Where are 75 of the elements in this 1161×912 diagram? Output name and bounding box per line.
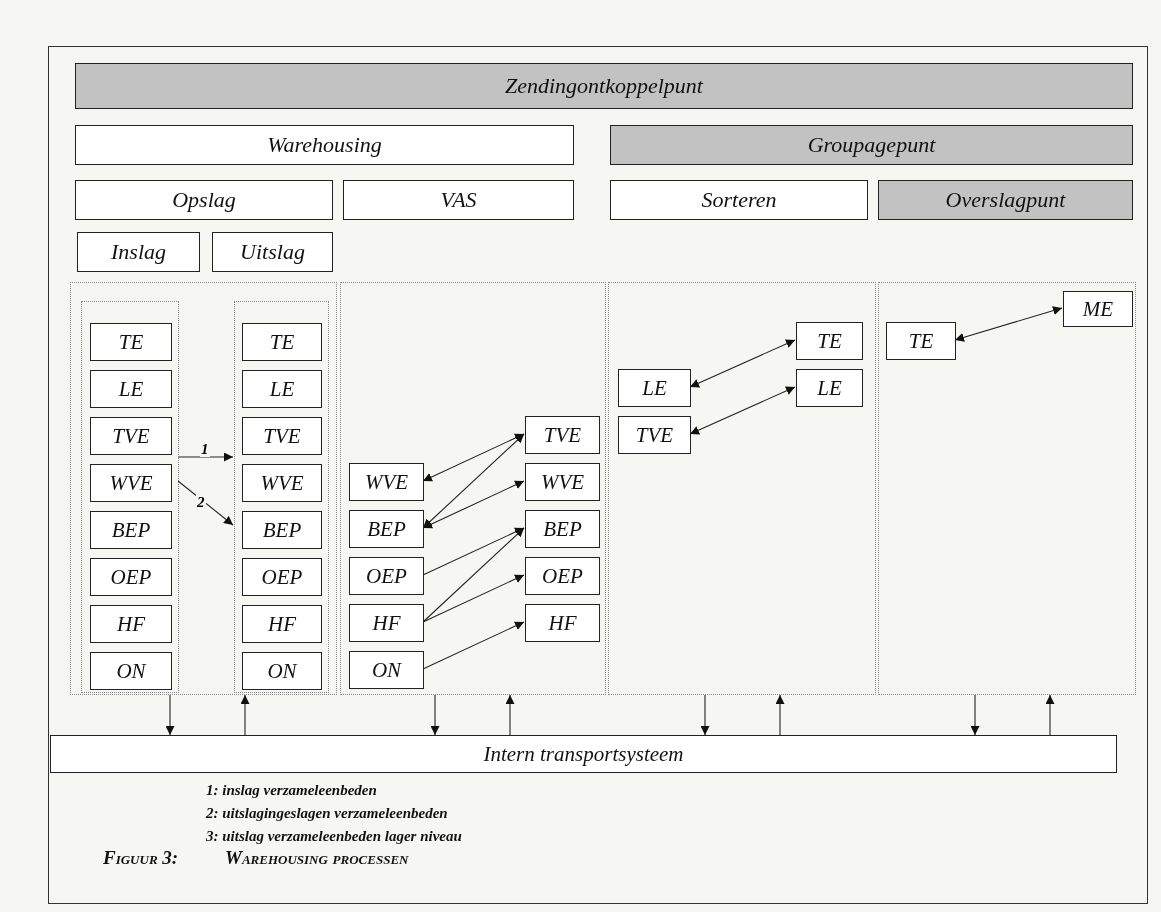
edge-label: 2 [196, 494, 206, 510]
process-box: WVE [349, 463, 424, 501]
process-box: TVE [525, 416, 600, 454]
process-box: OEP [242, 558, 322, 596]
arrow [970, 694, 980, 736]
double-arrow [689, 339, 796, 388]
process-box: ON [90, 652, 172, 690]
process-box: LE [618, 369, 691, 407]
process-box: BEP [525, 510, 600, 548]
dotted-group-panel [234, 301, 329, 693]
double-arrow [689, 386, 796, 435]
arrow [422, 574, 525, 623]
double-arrow [422, 480, 525, 529]
process-box: HF [242, 605, 322, 643]
arrow [422, 527, 525, 623]
process-box: TE [242, 323, 322, 361]
process-box: LE [90, 370, 172, 408]
process-box: BEP [90, 511, 172, 549]
dotted-group-panel [70, 282, 337, 695]
note-text: 1: inslag verzameleenbeden [206, 782, 377, 799]
process-box: TE [886, 322, 956, 360]
process-box: HF [90, 605, 172, 643]
process-box: Sorteren [610, 180, 868, 220]
process-box: TVE [90, 417, 172, 455]
edge-label: 1 [200, 441, 210, 457]
arrow [177, 480, 234, 526]
process-box: WVE [525, 463, 600, 501]
figure-caption: Warehousing processen [225, 847, 409, 869]
process-box: BEP [349, 510, 424, 548]
double-arrow [422, 433, 525, 482]
dotted-group-panel [81, 301, 179, 693]
process-box: TVE [618, 416, 691, 454]
process-box: WVE [90, 464, 172, 502]
dotted-group-panel [878, 282, 1136, 695]
arrow [1045, 694, 1055, 736]
arrow [240, 694, 250, 736]
note-text: 2: uitslagingeslagen verzameleenbeden [206, 805, 448, 822]
process-box: Opslag [75, 180, 333, 220]
process-box: Uitslag [212, 232, 333, 272]
arrow [177, 452, 234, 462]
process-box: LE [242, 370, 322, 408]
arrow [430, 694, 440, 736]
arrow [700, 694, 710, 736]
process-box: HF [349, 604, 424, 642]
shaded-process-box: Overslagpunt [878, 180, 1133, 220]
figure-number: Figuur 3: [103, 847, 179, 869]
double-arrow [422, 433, 525, 529]
arrow [422, 621, 525, 670]
dotted-group-panel [608, 282, 876, 695]
process-box: ON [242, 652, 322, 690]
process-box: ME [1063, 291, 1133, 327]
process-box: BEP [242, 511, 322, 549]
process-box: TE [796, 322, 863, 360]
process-box: WVE [242, 464, 322, 502]
dotted-group-panel [340, 282, 606, 695]
arrow [775, 694, 785, 736]
process-box: OEP [525, 557, 600, 595]
double-arrow [954, 306, 1063, 342]
process-box: HF [525, 604, 600, 642]
process-box: Intern transportsysteem [50, 735, 1117, 773]
shaded-process-box: Groupagepunt [610, 125, 1133, 165]
shaded-process-box: Zendingontkoppelpunt [75, 63, 1133, 109]
process-box: TE [90, 323, 172, 361]
arrow [505, 694, 515, 736]
process-box: VAS [343, 180, 574, 220]
note-text: 3: uitslag verzameleenbeden lager niveau [206, 828, 462, 845]
process-box: TVE [242, 417, 322, 455]
arrow [422, 527, 525, 576]
process-box: Inslag [77, 232, 200, 272]
process-box: LE [796, 369, 863, 407]
arrow [165, 694, 175, 736]
process-box: OEP [90, 558, 172, 596]
process-box: ON [349, 651, 424, 689]
process-box: OEP [349, 557, 424, 595]
process-box: Warehousing [75, 125, 574, 165]
